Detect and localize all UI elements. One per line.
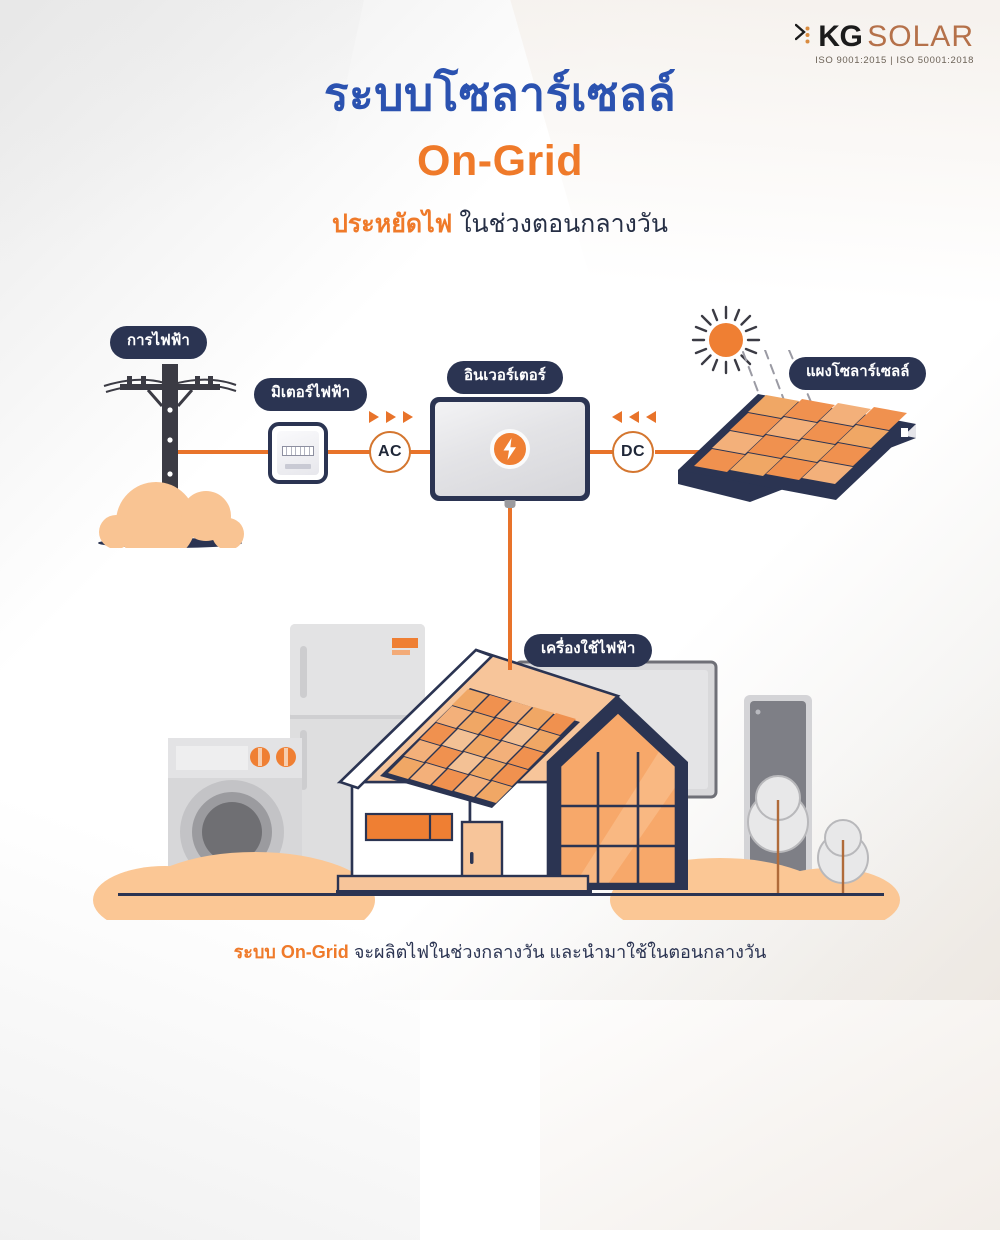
caption-highlight: ระบบ On-Grid [233,941,349,962]
roof-solar-panels [380,688,580,808]
logo-kg-text: KG [818,20,863,53]
arrow-right-icon [403,411,413,423]
logo-iso-certifications: ISO 9001:2015 | ISO 50001:2018 [815,55,974,66]
wire-meter-to-ac [325,450,370,454]
arrow-right-icon [369,411,379,423]
lightning-bolt-icon [490,429,530,469]
arrow-left-icon [612,411,622,423]
page-subtitle: ประหยัดไฟ ในช่วงตอนกลางวัน [0,208,1000,241]
caption-rest: จะผลิตไฟในช่วงกลางวัน และนำมาใช้ในตอนกลา… [348,941,767,962]
dc-flow-arrows [612,411,656,423]
page-title-thai: ระบบโซลาร์เซลล์ [323,68,677,120]
arrow-left-icon [646,411,656,423]
ground-line [118,893,884,896]
inverter-conduit [504,500,516,508]
pole-foliage [99,482,244,548]
subtitle-rest: ในช่วงตอนกลางวัน [452,209,668,238]
sun-icon [691,305,761,375]
meter-digits-display [282,446,314,456]
wire-dc-to-array [655,450,717,454]
logo-wordmark-row: KG SOLAR [795,22,974,52]
house [336,648,688,894]
meter-face [277,431,319,475]
meter-nameplate [285,464,311,469]
page-title-ongrid: On-Grid [417,137,583,186]
label-inverter: อินเวอร์เตอร์ [447,361,563,394]
tree [816,819,870,893]
wire-inverter-to-dc [587,450,615,454]
wire-inverter-to-house [508,498,512,670]
wire-pole-to-meter [163,450,273,454]
label-meter: มิเตอร์ไฟฟ้า [254,378,368,411]
chevron-dots-mark-icon [795,22,815,52]
footer-caption: ระบบ On-Grid จะผลิตไฟในช่วงกลางวัน และนำ… [0,940,1000,964]
inverter-device [430,397,590,508]
inverter-screen [435,402,585,496]
label-grid: การไฟฟ้า [110,326,207,359]
ac-flow-arrows [369,411,413,423]
washing-machine [168,738,302,886]
dc-badge: DC [612,431,654,473]
ac-badge: AC [369,431,411,473]
tree [746,775,810,893]
electric-meter [268,422,328,484]
logo-solar-text: SOLAR [867,20,974,53]
page-heading-block: ระบบโซลาร์เซลล์ On-Grid ประหยัดไฟ ในช่วง… [0,66,1000,240]
arrow-left-icon [629,411,639,423]
arrow-right-icon [386,411,396,423]
subtitle-highlight: ประหยัดไฟ [332,209,453,238]
solar-panel-array [678,394,916,502]
label-solar-panel: แผงโซลาร์เซลล์ [789,357,927,390]
label-appliances: เครื่องใช้ไฟฟ้า [524,634,653,667]
brand-logo: KG SOLAR ISO 9001:2015 | ISO 50001:2018 [795,22,974,66]
wire-ac-to-inverter [408,450,434,454]
system-diagram: AC DC [98,305,927,670]
